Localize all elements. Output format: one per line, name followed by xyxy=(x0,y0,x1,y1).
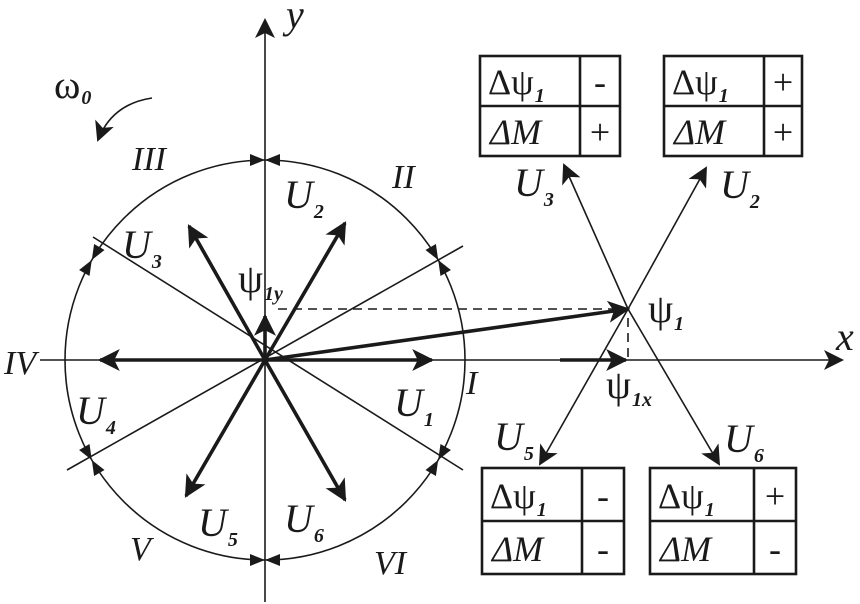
tip-vector-u6-arrow xyxy=(627,308,721,466)
vector-u3-arrow xyxy=(187,224,267,361)
table-torque-label: ΔM xyxy=(490,529,545,569)
vector-u6-label: U6 xyxy=(284,496,324,547)
table-torque-sign: + xyxy=(773,112,793,152)
effect-table-u3: Δψ1 - ΔM + xyxy=(478,54,622,158)
circle-arrowhead-icon xyxy=(425,244,439,260)
table-torque-sign: - xyxy=(769,529,781,569)
sector-label-v: V xyxy=(130,531,155,568)
tip-vector-u6-label: U6 xyxy=(724,416,764,467)
y-axis-label: y xyxy=(282,0,304,37)
flux-vector-arrow xyxy=(264,300,631,362)
vector-u2-label: U2 xyxy=(284,172,324,223)
vector-u5-arrow xyxy=(184,359,267,498)
tip-vector-u3-label: U3 xyxy=(514,160,554,211)
vector-u3-label: U3 xyxy=(122,222,162,273)
sector-label-vi: VI xyxy=(374,545,408,582)
table-flux-sign: + xyxy=(765,476,785,516)
vector-u4-label: U4 xyxy=(76,388,116,439)
circle-arrowhead-icon xyxy=(438,260,451,276)
tip-vector-u2-label: U2 xyxy=(720,162,760,213)
table-torque-label: ΔM xyxy=(658,529,713,569)
x-axis-label: x xyxy=(835,314,854,359)
vector-u2-arrow xyxy=(263,221,347,361)
effect-table-u2: Δψ1 + ΔM + xyxy=(662,54,804,158)
vector-u5-label: U5 xyxy=(198,500,238,551)
table-flux-sign: + xyxy=(773,62,793,102)
table-torque-label: ΔM xyxy=(672,112,727,152)
circle-arrowhead-icon xyxy=(250,154,265,166)
flux-main-label: ψ1 xyxy=(648,286,684,335)
sector-label-i: I xyxy=(465,365,479,402)
circle-arrowhead-icon xyxy=(91,460,105,476)
effect-table-u5: Δψ1 - ΔM - xyxy=(480,466,626,576)
tip-vector-u5-label: U5 xyxy=(494,414,534,465)
table-flux-sign: - xyxy=(597,476,609,516)
table-flux-label: Δψ1 xyxy=(672,62,729,107)
sector-label-ii: II xyxy=(391,159,416,196)
circle-arrow-marks xyxy=(79,154,451,566)
rotation-arrow-icon xyxy=(95,97,153,142)
tip-vector-u3-arrow xyxy=(562,163,629,310)
table-torque-sign: + xyxy=(590,112,610,152)
circle-arrowhead-icon xyxy=(265,554,280,566)
flux-y-label: ψ1y xyxy=(238,256,283,305)
flux-x-label: ψ1x xyxy=(606,362,652,411)
sector-label-iii: III xyxy=(131,141,168,178)
tip-vector-u5-arrow xyxy=(539,308,629,466)
table-flux-label: Δψ1 xyxy=(490,476,547,521)
circle-arrowhead-icon xyxy=(265,154,280,166)
table-torque-sign: - xyxy=(597,529,609,569)
circle-arrowhead-icon xyxy=(425,460,439,476)
circle-arrowhead-icon xyxy=(79,260,92,276)
effect-table-u6: Δψ1 + ΔM - xyxy=(648,466,798,576)
circle-arrowhead-icon xyxy=(91,244,105,260)
vector-u6-arrow xyxy=(263,359,347,502)
vector-u1-label: U1 xyxy=(394,380,434,431)
sector-boundary-line xyxy=(92,236,464,471)
sector-label-iv: IV xyxy=(3,345,40,382)
table-torque-label: ΔM xyxy=(488,112,543,152)
table-flux-label: Δψ1 xyxy=(658,476,715,521)
rotation-label: ω0 xyxy=(54,62,91,109)
circle-arrowhead-icon xyxy=(79,444,92,460)
table-flux-sign: - xyxy=(594,62,606,102)
table-flux-label: Δψ1 xyxy=(488,62,545,107)
tip-vector-u2-arrow xyxy=(627,166,707,310)
circle-arrowhead-icon xyxy=(250,554,265,566)
